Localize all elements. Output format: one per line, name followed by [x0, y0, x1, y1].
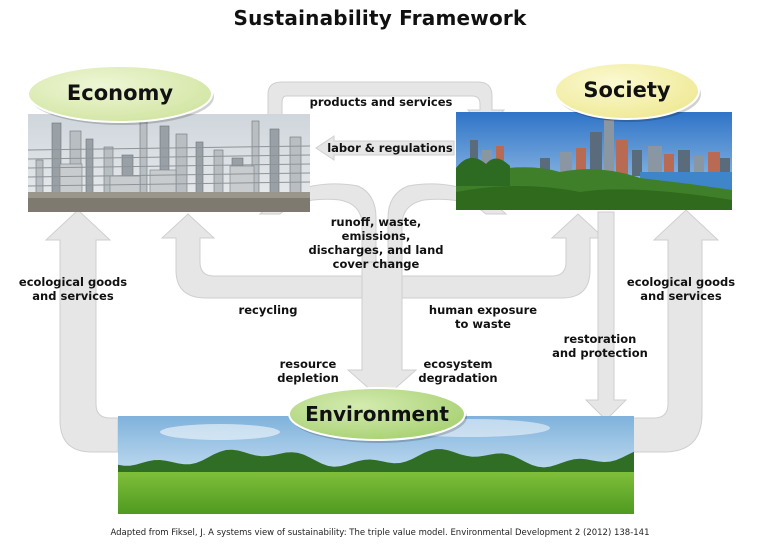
refinery-tower [85, 138, 94, 201]
node-economy [27, 65, 214, 125]
label-products-and-services: products and services [309, 95, 453, 109]
refinery-tank [149, 169, 177, 195]
refinery-pipe [27, 145, 311, 151]
city-building [576, 148, 586, 176]
label-runoff: runoff, waste, emissions, discharges, an… [296, 215, 456, 271]
environment-photo [118, 416, 634, 514]
city-building [694, 156, 704, 176]
resource-depletion-line-2: depletion [277, 371, 339, 385]
ecological-right-line-2: and services [640, 289, 722, 303]
society-photo [456, 112, 732, 210]
economy-photo [27, 114, 311, 212]
restoration-line-2: and protection [552, 346, 648, 360]
city-building [616, 140, 628, 176]
refinery-tank [229, 165, 255, 195]
ecological-left-line-2: and services [32, 289, 114, 303]
arrow-recycling [160, 213, 373, 299]
human-exposure-line-2: to waste [455, 317, 511, 331]
arrow-restoration [584, 211, 628, 421]
node-society [554, 62, 701, 122]
refinery-tank [59, 163, 83, 195]
source-caption: Adapted from Fiksel, J. A systems view o… [110, 528, 650, 538]
runoff-line-1: runoff, waste, [330, 215, 422, 229]
city-building [678, 150, 690, 176]
human-exposure-line-1: human exposure [428, 303, 538, 317]
node-environment [288, 387, 467, 443]
arrow-human-exposure [391, 213, 606, 299]
refinery-tower [139, 117, 148, 201]
city-building [590, 132, 602, 176]
arrow-ecological-right [631, 209, 720, 453]
city-building [632, 150, 642, 176]
ecological-left-line-1: ecological goods [18, 275, 128, 289]
label-recycling: recycling [238, 303, 298, 317]
label-resource-depletion: resource depletion [266, 357, 350, 385]
arrow-ecological-left [44, 209, 119, 453]
refinery-pipe [27, 172, 311, 178]
city-building [664, 154, 674, 176]
city-building [604, 120, 614, 176]
refinery-tower [195, 141, 204, 201]
city-building [708, 152, 720, 176]
label-labor-regulations: labor & regulations [327, 141, 453, 155]
ecosystem-degradation-line-1: ecosystem [423, 357, 493, 371]
economy-label: Economy [66, 81, 174, 105]
refinery-pipe [27, 154, 311, 160]
city-building [648, 146, 662, 176]
refinery-tower [175, 133, 188, 201]
refinery-pipe [27, 181, 311, 187]
arrow-labor-regulations [315, 135, 455, 161]
city-building [540, 158, 550, 176]
label-human-exposure: human exposure to waste [418, 303, 548, 331]
label-restoration: restoration and protection [545, 332, 655, 360]
runoff-line-4: cover change [332, 257, 420, 271]
city-building [560, 152, 572, 176]
runoff-line-3: discharges, and land [308, 243, 444, 257]
label-ecological-left: ecological goods and services [10, 275, 136, 303]
city-building [720, 158, 730, 176]
refinery-pipe [27, 163, 311, 169]
label-ecosystem-degradation: ecosystem degradation [408, 357, 508, 385]
label-ecological-right: ecological goods and services [618, 275, 744, 303]
runoff-line-2: emissions, [341, 229, 411, 243]
environment-label: Environment [305, 402, 449, 426]
refinery-tower [51, 122, 62, 201]
society-label: Society [583, 78, 671, 102]
ecological-right-line-1: ecological goods [626, 275, 736, 289]
ecosystem-degradation-line-2: degradation [418, 371, 498, 385]
resource-depletion-line-1: resource [279, 357, 337, 371]
page-title: Sustainability Framework [233, 6, 527, 30]
treeline [118, 449, 634, 476]
restoration-line-1: restoration [563, 332, 637, 346]
arrow-central-down [346, 261, 418, 401]
